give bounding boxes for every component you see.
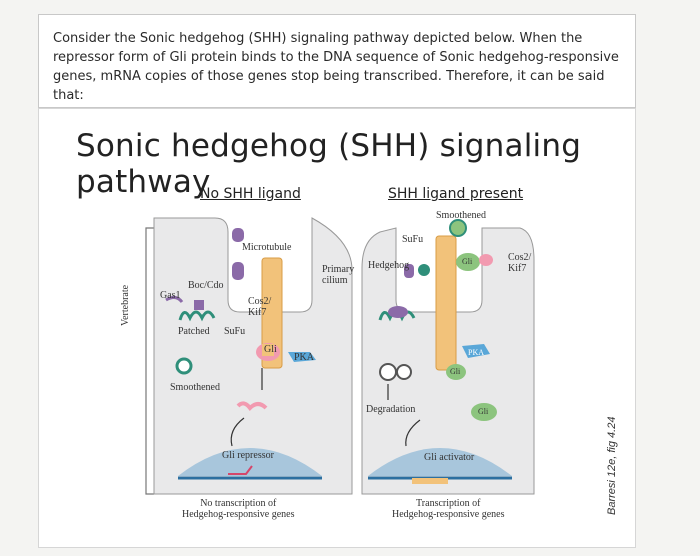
header-ligand-present: SHH ligand present	[388, 186, 524, 202]
label-pka-left: PKA	[294, 352, 315, 363]
right-gli-low	[471, 403, 497, 421]
right-arrow-2	[405, 419, 421, 447]
question-text: Consider the Sonic hedgehog (SHH) signal…	[38, 14, 636, 108]
left-nucleus	[178, 448, 322, 476]
label-patched: Patched	[178, 326, 210, 337]
left-repressor-mark	[228, 465, 253, 475]
left-pka	[288, 352, 316, 362]
label-sufu-left: SuFu	[224, 326, 246, 337]
header-no-ligand: No SHH ligand	[200, 186, 301, 202]
smoothened-left	[175, 357, 193, 375]
label-transcription: Transcription of Hedgehog-responsive gen…	[392, 498, 505, 520]
figure-credit: Barresi 12e, fig 4.24	[606, 416, 618, 515]
right-pka	[462, 344, 490, 358]
label-microtubule: Microtubule	[242, 242, 292, 253]
right-hedgehog-bound	[388, 306, 408, 318]
label-smoothened-right: Smoothened	[436, 210, 486, 221]
boc-cdo-shape	[194, 300, 204, 310]
label-smoothened-left: Smoothened	[170, 382, 220, 393]
left-purple-1	[232, 262, 244, 280]
label-vertebrate: Vertebrate	[120, 284, 131, 326]
left-bracket	[145, 227, 154, 495]
label-gli-left: Gli	[264, 344, 277, 355]
figure-title: Sonic hedgehog (SHH) signaling pathway	[76, 128, 582, 200]
label-boc-cdo: Boc/Cdo	[188, 280, 224, 291]
label-cos2-kif7-left: Cos2/ Kif7	[248, 296, 272, 318]
label-primary-cilium: Primary cilium	[322, 264, 355, 286]
label-gas1: Gas1	[160, 290, 181, 301]
left-gli-box	[262, 344, 274, 356]
left-cleaved-gli	[236, 401, 268, 412]
right-gli-mid	[446, 364, 466, 380]
label-gli-low: Gli	[478, 407, 489, 416]
patched-receptor	[178, 310, 216, 322]
right-smoothened-top	[449, 219, 467, 237]
right-gli-top	[456, 253, 480, 271]
right-transcript	[412, 478, 448, 484]
gas1-shape	[165, 295, 184, 303]
right-pink-dot	[479, 254, 493, 266]
right-degradation-ring	[379, 363, 397, 381]
left-cilium-axoneme	[261, 257, 283, 369]
left-arrow-2	[230, 417, 245, 447]
label-pka-right: PKA	[468, 348, 485, 357]
label-gli-top: Gli	[462, 257, 473, 266]
label-gli-activator: Gli activator	[424, 452, 475, 463]
label-gli-mid: Gli	[450, 367, 461, 376]
right-degradation-ring-2	[396, 364, 412, 380]
right-teal-dot	[418, 264, 430, 276]
label-cos2-kif7-right: Cos2/ Kif7	[508, 252, 532, 274]
label-sufu-right: SuFu	[402, 234, 424, 245]
left-purple-2	[232, 228, 244, 242]
right-cilium-axoneme	[435, 235, 457, 371]
right-nucleus	[368, 448, 512, 476]
right-purple	[404, 264, 414, 278]
label-gli-repressor: Gli repressor	[222, 450, 274, 461]
label-degradation: Degradation	[366, 404, 416, 415]
left-cell	[153, 217, 353, 495]
label-no-transcription: No transcription of Hedgehog-responsive …	[182, 498, 295, 520]
label-hedgehog: Hedgehog	[368, 260, 410, 271]
